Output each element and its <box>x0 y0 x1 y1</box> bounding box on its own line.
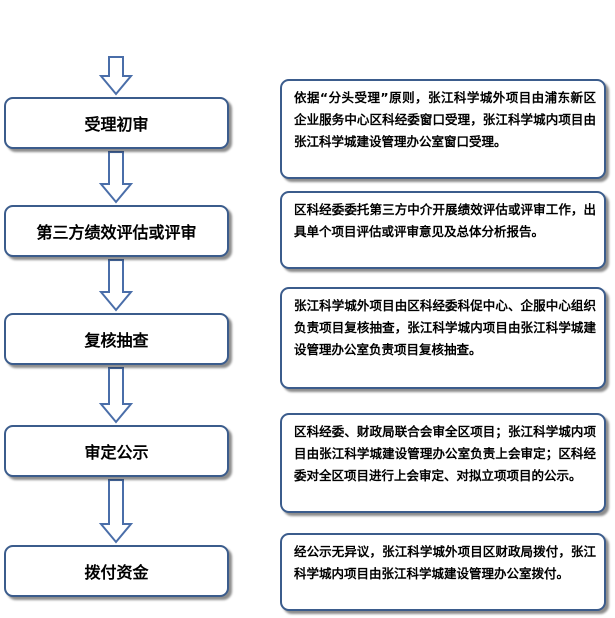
step-box-acceptance: 受理初审 <box>4 97 229 149</box>
note-text: 经公示无异议，张江科学城外项目区财政局拨付，张江科学城内项目由张江科学城建设管理… <box>294 544 596 581</box>
step-label: 拨付资金 <box>84 563 149 582</box>
step-box-review: 复核抽查 <box>4 313 229 365</box>
note-text: 区科经委、财政局联合会审全区项目；张江科学城内项目由张江科学城建设管理办公室负责… <box>294 424 596 483</box>
arrow-2-3-icon <box>98 259 134 312</box>
note-approval: 区科经委、财政局联合会审全区项目；张江科学城内项目由张江科学城建设管理办公室负责… <box>280 413 606 513</box>
step-label: 复核抽查 <box>84 331 149 350</box>
note-third-party-evaluation: 区科经委委托第三方中介开展绩效评估或评审工作，出具单个项目评估或评审意见及总体分… <box>280 191 606 269</box>
step-label: 审定公示 <box>84 443 149 462</box>
note-funding: 经公示无异议，张江科学城外项目区财政局拨付，张江科学城内项目由张江科学城建设管理… <box>280 533 606 611</box>
step-box-funding: 拨付资金 <box>4 545 229 597</box>
note-text: 张江科学城外项目由区科经委科促中心、企服中心组织负责项目复核抽查，张江科学城内项… <box>294 298 596 357</box>
step-box-third-party-evaluation: 第三方绩效评估或评审 <box>4 205 229 257</box>
step-label: 受理初审 <box>84 115 149 134</box>
step-box-approval: 审定公示 <box>4 425 229 477</box>
note-text: 依据“分头受理”原则，张江科学城外项目由浦东新区企业服务中心区科经委窗口受理，张… <box>294 90 596 149</box>
arrow-3-4-icon <box>98 367 134 424</box>
step-label: 第三方绩效评估或评审 <box>36 223 197 242</box>
note-review: 张江科学城外项目由区科经委科促中心、企服中心组织负责项目复核抽查，张江科学城内项… <box>280 287 606 389</box>
note-text: 区科经委委托第三方中介开展绩效评估或评审工作，出具单个项目评估或评审意见及总体分… <box>294 202 596 239</box>
arrow-start-icon <box>98 56 134 96</box>
note-acceptance: 依据“分头受理”原则，张江科学城外项目由浦东新区企业服务中心区科经委窗口受理，张… <box>280 79 606 179</box>
arrow-1-2-icon <box>98 151 134 204</box>
arrow-4-5-icon <box>98 479 134 544</box>
